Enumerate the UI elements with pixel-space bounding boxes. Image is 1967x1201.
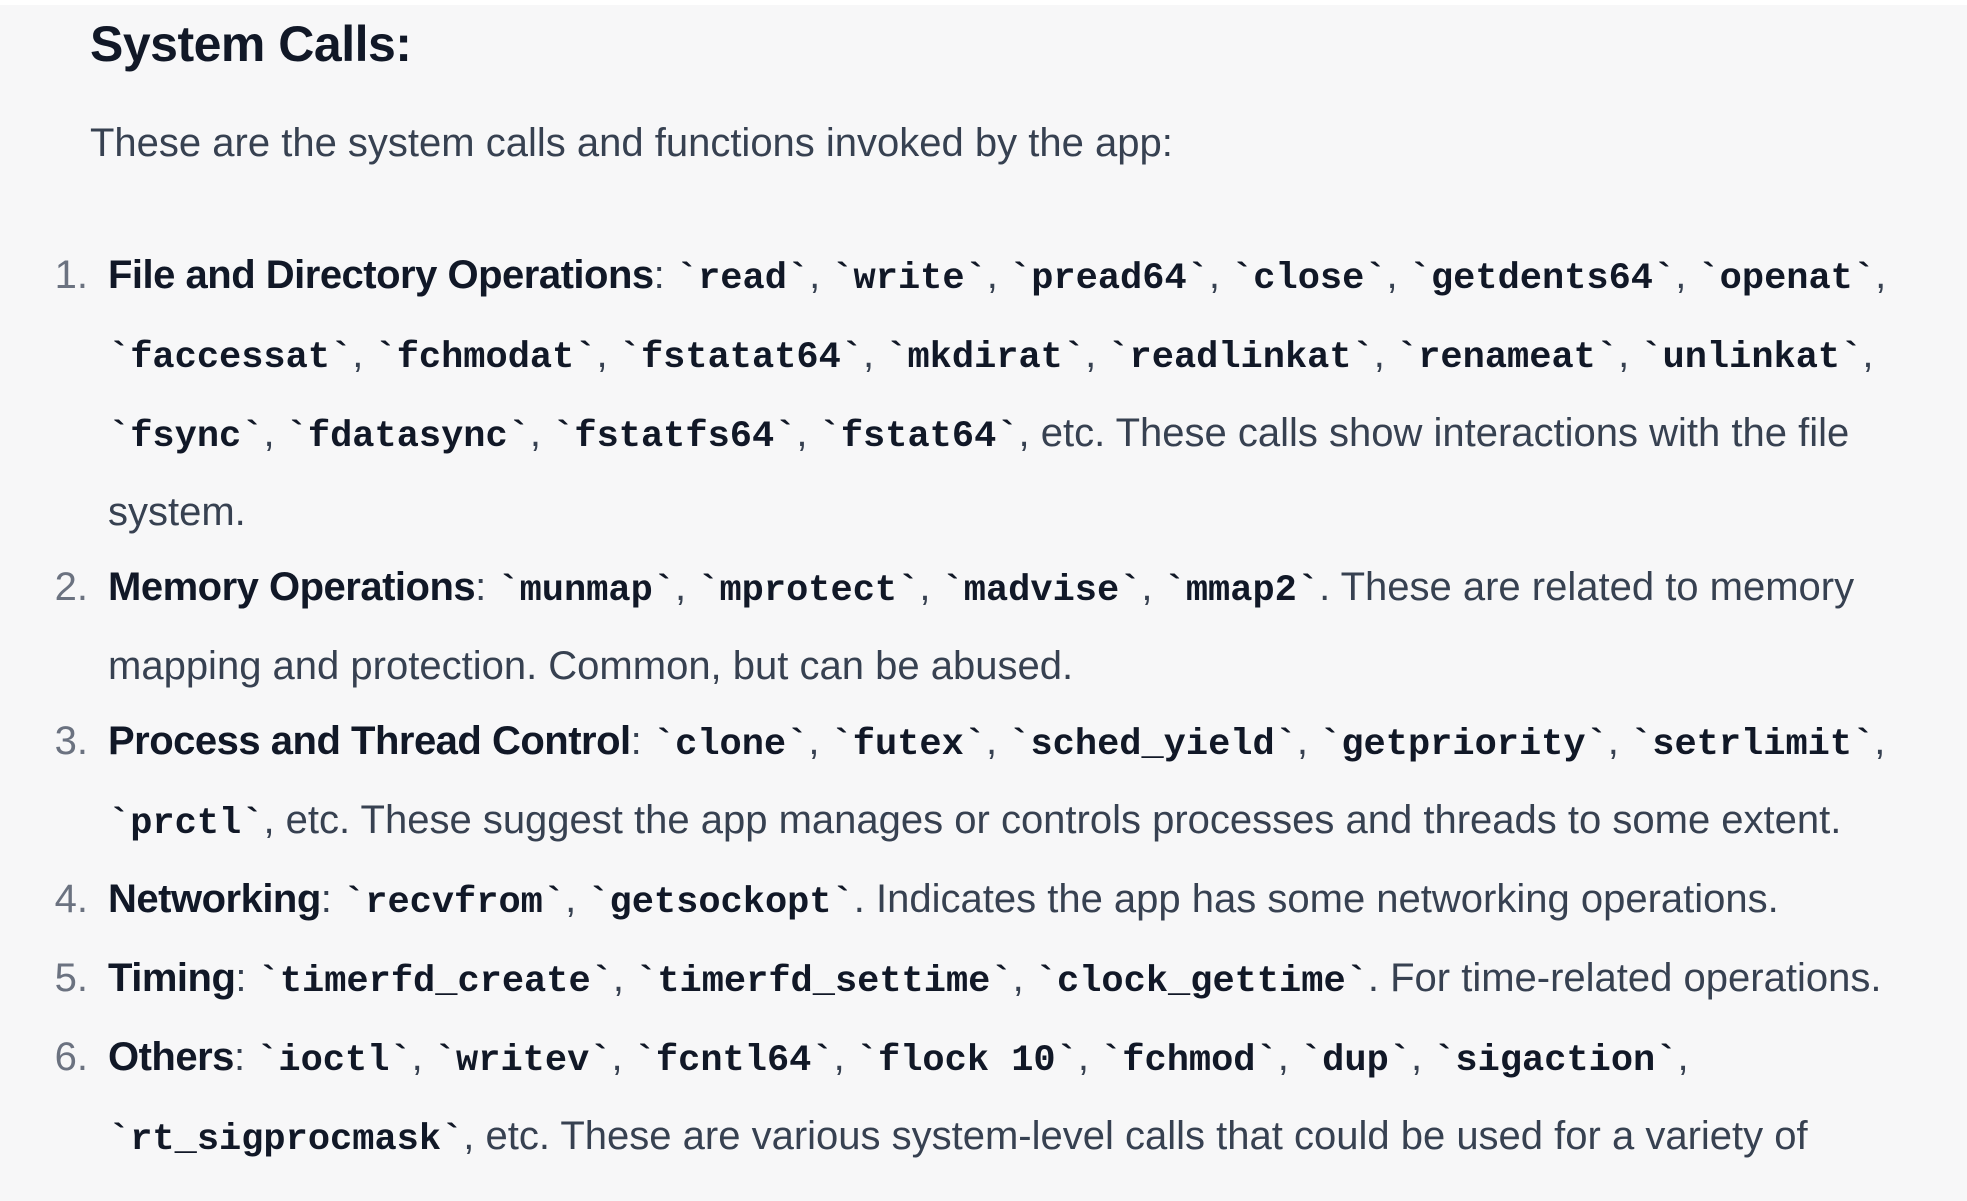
item-description: . For time-related operations.	[1367, 956, 1882, 1000]
call-list: `read`, `write`, `pread64`, `close`, `ge…	[108, 253, 1887, 458]
syscall-code: `sigaction`	[1433, 1040, 1678, 1082]
item-number: 4.	[54, 877, 88, 921]
syscall-code: `read`	[675, 258, 810, 300]
call-list: `clone`, `futex`, `sched_yield`, `getpri…	[108, 719, 1886, 845]
item-number: 2.	[54, 565, 88, 609]
syscall-code: `dup`	[1299, 1040, 1411, 1082]
syscall-code: `writev`	[433, 1040, 612, 1082]
syscall-code: `mkdirat`	[885, 337, 1086, 379]
list-item: 6.Others: `ioctl`, `writev`, `fcntl64`, …	[0, 1020, 1948, 1201]
intro-text: These are the system calls and functions…	[90, 121, 1173, 165]
list-item: 3.Process and Thread Control: `clone`, `…	[0, 704, 1948, 862]
section-title: System Calls:	[90, 16, 412, 72]
item-description: . Indicates the app has some networking …	[853, 877, 1779, 921]
item-heading: Networking	[108, 877, 321, 921]
syscall-code: `flock 10`	[855, 1040, 1078, 1082]
syscall-code: `clock_gettime`	[1034, 961, 1368, 1003]
syscall-code: `fcntl64`	[633, 1040, 834, 1082]
item-description: , etc. These suggest the app manages or …	[263, 798, 1842, 842]
syscall-code: `readlinkat`	[1107, 337, 1374, 379]
syscall-code: `getpriority`	[1319, 724, 1608, 766]
item-number: 6.	[54, 1035, 88, 1079]
syscall-code: `clone`	[652, 724, 809, 766]
syscall-code: `mmap2`	[1163, 570, 1320, 612]
syscall-code: `munmap`	[497, 570, 676, 612]
syscall-code: `fstatat64`	[618, 337, 864, 379]
list-item: 5.Timing: `timerfd_create`, `timerfd_set…	[0, 941, 1948, 1020]
syscall-code: `fstatfs64`	[552, 416, 797, 458]
syscall-code: `setrlimit`	[1630, 724, 1875, 766]
syscall-code: `getdents64`	[1408, 258, 1676, 300]
syscall-code: `ioctl`	[256, 1040, 412, 1082]
syscall-code: `fchmodat`	[374, 337, 597, 379]
syscall-code: `mprotect`	[697, 570, 920, 612]
syscall-code: `timerfd_settime`	[635, 961, 1013, 1003]
item-heading: Memory Operations	[108, 565, 476, 609]
syscall-code: `close`	[1231, 258, 1387, 300]
list-item: 1.File and Directory Operations: `read`,…	[0, 238, 1948, 550]
syscall-code: `fdatasync`	[285, 416, 530, 458]
syscall-code: `futex`	[830, 724, 987, 766]
syscall-code: `sched_yield`	[1008, 724, 1297, 766]
syscall-code: `prctl`	[108, 803, 264, 845]
item-number: 1.	[54, 253, 88, 297]
syscall-code: `unlinkat`	[1640, 337, 1863, 379]
syscall-list: 1.File and Directory Operations: `read`,…	[0, 238, 1967, 1201]
syscall-code: `recvfrom`	[343, 882, 566, 924]
call-list: `ioctl`, `writev`, `fcntl64`, `flock 10`…	[108, 1035, 1689, 1161]
item-description: , etc. These are various system-level ca…	[108, 1114, 1808, 1201]
item-description: , etc. These calls show interactions wit…	[108, 411, 1850, 534]
syscall-code: `pread64`	[1009, 258, 1209, 300]
syscall-code: `fsync`	[108, 416, 264, 458]
syscall-code: `fchmod`	[1100, 1040, 1278, 1082]
call-list: `recvfrom`, `getsockopt`	[343, 877, 854, 924]
syscall-code: `openat`	[1697, 258, 1876, 300]
item-number: 3.	[54, 719, 88, 763]
syscall-code: `fstat64`	[818, 416, 1019, 458]
syscall-code: `getsockopt`	[587, 882, 854, 924]
content-panel: System Calls: These are the system calls…	[0, 5, 1967, 1201]
item-number: 5.	[54, 956, 88, 1000]
call-list: `munmap`, `mprotect`, `madvise`, `mmap2`	[497, 565, 1320, 612]
item-heading: Others	[108, 1035, 234, 1079]
list-item: 4.Networking: `recvfrom`, `getsockopt`. …	[0, 862, 1948, 941]
syscall-code: `renameat`	[1396, 337, 1619, 379]
syscall-code: `write`	[831, 258, 987, 300]
item-heading: Process and Thread Control	[108, 719, 631, 763]
syscall-code: `rt_sigprocmask`	[108, 1119, 464, 1161]
list-item: 2.Memory Operations: `munmap`, `mprotect…	[0, 550, 1948, 704]
item-description: . These are related to memory mapping an…	[108, 565, 1855, 688]
syscall-code: `timerfd_create`	[257, 961, 613, 1003]
item-heading: Timing	[108, 956, 236, 1000]
item-heading: File and Directory Operations	[108, 253, 654, 297]
syscall-code: `faccessat`	[108, 337, 353, 379]
syscall-code: `madvise`	[941, 570, 1142, 612]
call-list: `timerfd_create`, `timerfd_settime`, `cl…	[257, 956, 1368, 1003]
